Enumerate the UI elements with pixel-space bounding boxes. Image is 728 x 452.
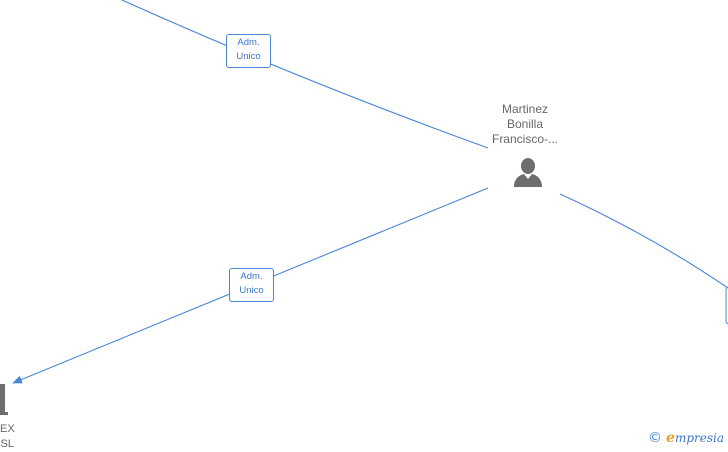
brand-logo-e: e bbox=[666, 430, 675, 446]
edge-label-top-line2: Unico bbox=[236, 51, 261, 62]
company-left-label[interactable]: EX SL bbox=[0, 422, 15, 452]
edge-label-bottom[interactable]: Adm. Unico bbox=[229, 268, 274, 302]
copyright-icon: © bbox=[648, 430, 663, 446]
edge-label-top[interactable]: Adm. Unico bbox=[226, 34, 271, 68]
brand-logo-rest: mpresia bbox=[674, 431, 724, 445]
person-name-line3: Francisco-... bbox=[491, 132, 558, 146]
company-left-name-line1: EX bbox=[0, 423, 15, 435]
edge-person-to-right bbox=[559, 193, 728, 289]
person-name-line1: Martinez bbox=[501, 102, 548, 116]
edge-top-to-person bbox=[121, 0, 489, 149]
empresia-watermark[interactable]: © empresia bbox=[648, 430, 724, 446]
person-name-line2: Bonilla bbox=[506, 117, 544, 131]
edge-label-bottom-line2: Unico bbox=[239, 285, 264, 296]
edge-label-top-line1: Adm. bbox=[237, 37, 260, 48]
brand-logo: empresia bbox=[666, 430, 724, 446]
person-node-label[interactable]: Martinez Bonilla Francisco-... bbox=[470, 102, 580, 147]
edge-label-bottom-line1: Adm. bbox=[240, 271, 263, 282]
person-icon[interactable] bbox=[512, 157, 544, 187]
company-building-icon[interactable] bbox=[0, 384, 8, 416]
company-left-name-line2: SL bbox=[0, 438, 14, 450]
